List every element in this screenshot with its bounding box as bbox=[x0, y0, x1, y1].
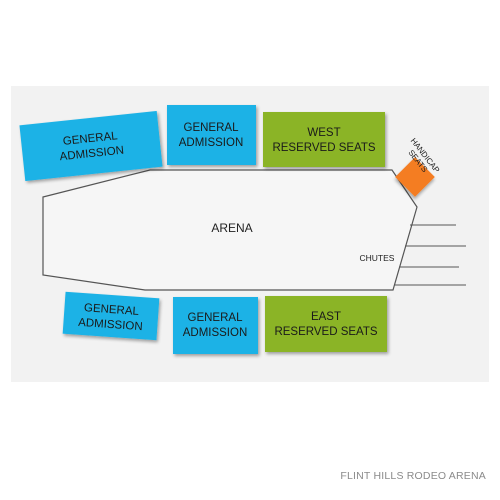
section-label-line2: RESERVED SEATS bbox=[274, 326, 377, 338]
section-label-line2: ADMISSION bbox=[183, 327, 248, 339]
section-west-reserved-seats[interactable]: WEST RESERVED SEATS bbox=[263, 112, 385, 167]
section-label-line1: GENERAL bbox=[84, 302, 140, 318]
arena-floor bbox=[42, 169, 418, 291]
chutes bbox=[395, 224, 466, 286]
section-label-line1: EAST bbox=[311, 311, 341, 323]
section-label-line1: GENERAL bbox=[62, 130, 119, 148]
section-label-line1: GENERAL bbox=[184, 122, 240, 134]
arena-label: ARENA bbox=[211, 221, 252, 235]
section-general-admission-bottom-left[interactable]: GENERAL ADMISSION bbox=[62, 291, 160, 341]
section-general-admission-top-left[interactable]: GENERAL ADMISSION bbox=[19, 110, 163, 182]
section-general-admission-top-center[interactable]: GENERAL ADMISSION bbox=[167, 105, 256, 165]
section-label-line2: ADMISSION bbox=[179, 137, 244, 149]
section-east-reserved-seats[interactable]: EAST RESERVED SEATS bbox=[265, 296, 387, 352]
section-label-line1: WEST bbox=[307, 127, 340, 139]
section-label-line1: GENERAL bbox=[188, 312, 244, 324]
venue-name: FLINT HILLS RODEO ARENA bbox=[340, 470, 486, 482]
chutes-label: CHUTES bbox=[360, 253, 395, 263]
section-label-line2: RESERVED SEATS bbox=[272, 142, 375, 154]
section-label-line2: ADMISSION bbox=[78, 317, 143, 333]
section-general-admission-bottom-center[interactable]: GENERAL ADMISSION bbox=[173, 297, 258, 354]
